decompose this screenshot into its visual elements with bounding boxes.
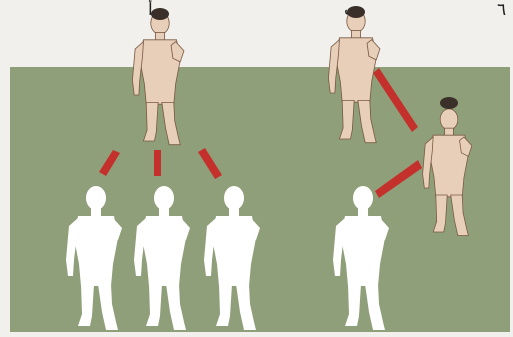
- silhouette-copies: [66, 186, 389, 330]
- statue-figures: [132, 6, 471, 236]
